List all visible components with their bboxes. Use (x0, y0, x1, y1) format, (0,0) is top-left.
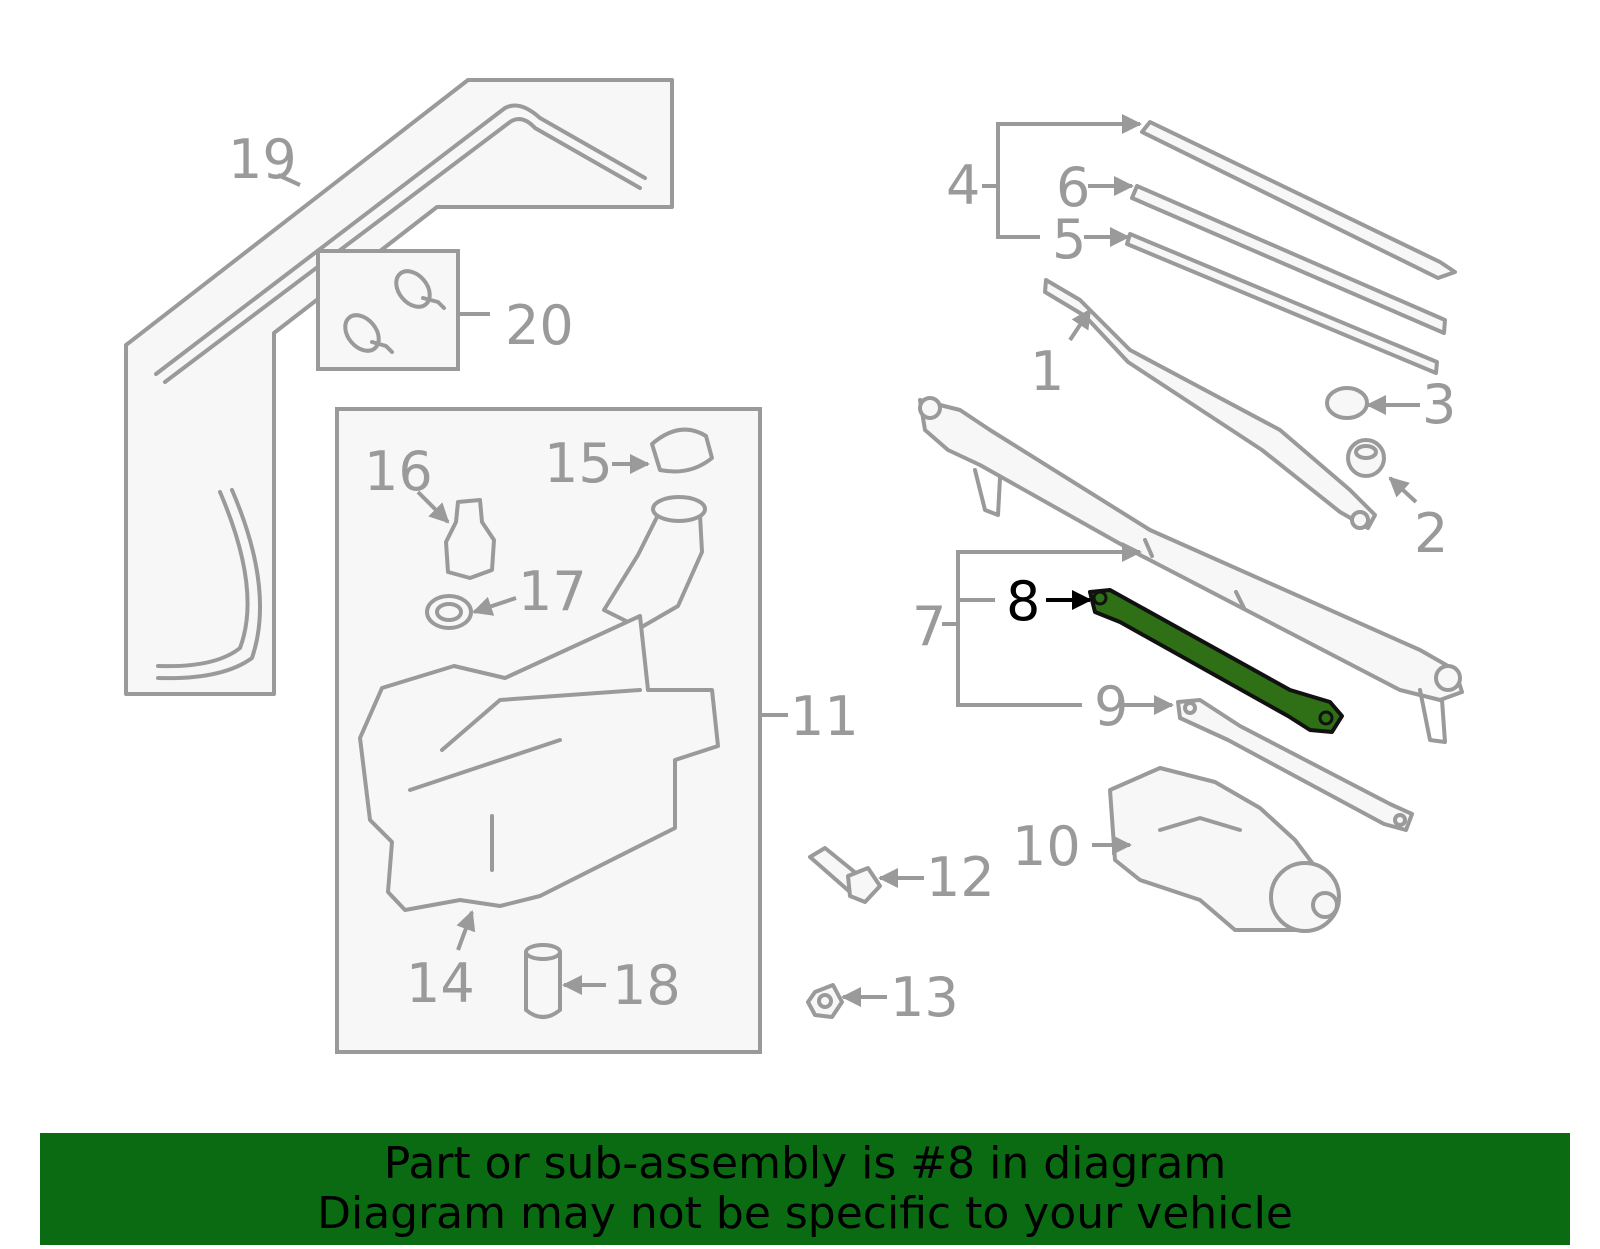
washer-reservoir-box (335, 407, 762, 1054)
wiper-blade-group (1125, 120, 1457, 375)
callout-7: 7 (912, 595, 946, 658)
callout-5: 5 (1052, 208, 1086, 271)
washer-nozzles-box (316, 249, 460, 371)
washer-hose-panel (124, 78, 674, 696)
callout-12: 12 (926, 846, 995, 909)
banner-line-2: Diagram may not be specific to your vehi… (317, 1188, 1293, 1239)
callout-17: 17 (518, 560, 587, 623)
callout-8: 8 (1006, 570, 1040, 633)
part-info-banner: Part or sub-assembly is #8 in diagram Di… (40, 1133, 1570, 1245)
callout-labels: 19 20 15 16 17 11 14 18 4 6 5 1 3 2 7 8 … (228, 128, 1456, 1029)
callout-11: 11 (790, 685, 859, 748)
bolt-and-nut (806, 846, 882, 1019)
callout-9: 9 (1094, 675, 1128, 738)
callout-4: 4 (946, 154, 980, 217)
wiper-motor (1108, 766, 1341, 933)
banner-line-1: Part or sub-assembly is #8 in diagram (383, 1138, 1227, 1189)
link-rod-secondary (1176, 698, 1414, 832)
callout-2: 2 (1414, 502, 1448, 565)
callout-6: 6 (1056, 156, 1090, 219)
leader-lines (277, 114, 1420, 1007)
callout-3: 3 (1422, 373, 1456, 436)
link-rod-highlighted (1088, 588, 1344, 734)
arm-cap-and-nut (1325, 386, 1386, 478)
callout-15: 15 (544, 432, 613, 495)
callout-1: 1 (1030, 340, 1064, 403)
wiper-linkage-frame (918, 396, 1464, 744)
callout-13: 13 (890, 966, 959, 1029)
callout-10: 10 (1012, 815, 1081, 878)
callout-19: 19 (228, 128, 297, 191)
callout-18: 18 (612, 954, 681, 1017)
callout-14: 14 (406, 952, 475, 1015)
callout-20: 20 (505, 294, 574, 357)
callout-16: 16 (364, 440, 433, 503)
